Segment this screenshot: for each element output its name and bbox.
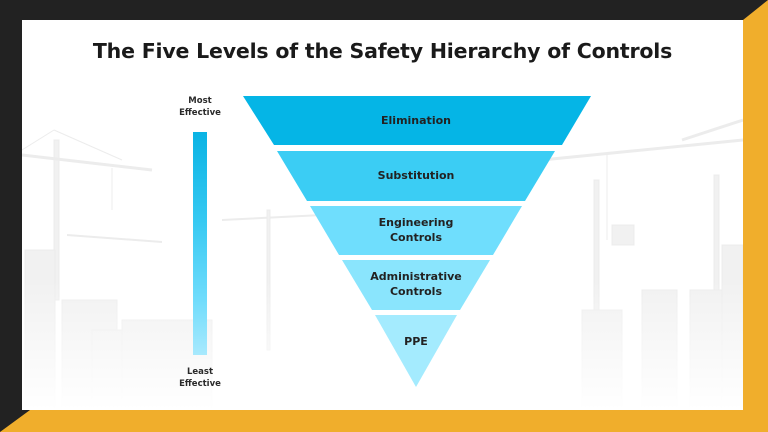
content-panel: The Five Levels of the Safety Hierarchy …: [22, 20, 743, 410]
most-effective-label-line1: Most: [188, 96, 212, 106]
least-effective-label: Least Effective: [155, 366, 245, 390]
least-effective-label-line2: Effective: [179, 379, 221, 389]
level-elimination-label: Elimination: [316, 113, 516, 128]
level-engineering-controls-shape: [310, 206, 522, 255]
most-effective-label-line2: Effective: [179, 108, 221, 118]
level-substitution-label: Substitution: [316, 168, 516, 183]
construction-background-image: [22, 118, 743, 410]
most-effective-label: Most Effective: [155, 95, 245, 119]
page-title: The Five Levels of the Safety Hierarchy …: [92, 39, 673, 63]
level-substitution-text: Substitution: [377, 169, 455, 182]
level-ppe-label: PPE: [316, 334, 516, 349]
level-administrative-controls-text-line1: Administrative: [370, 270, 462, 283]
level-elimination-shape: [243, 96, 591, 145]
level-administrative-controls-label: Administrative Controls: [316, 269, 516, 299]
level-engineering-controls-text-line1: Engineering: [378, 216, 454, 229]
hierarchy-pyramid: [243, 96, 591, 387]
level-engineering-controls-label: Engineering Controls: [316, 215, 516, 245]
level-substitution-shape: [277, 151, 555, 201]
level-elimination-text: Elimination: [381, 114, 451, 127]
level-ppe-text: PPE: [404, 335, 428, 348]
level-administrative-controls-text-line2: Controls: [389, 285, 443, 298]
level-ppe-shape: [375, 315, 457, 387]
level-administrative-controls-shape: [342, 260, 490, 310]
level-engineering-controls-text-line2: Controls: [389, 231, 443, 244]
effectiveness-gradient-bar: [193, 132, 207, 355]
least-effective-label-line1: Least: [186, 367, 214, 377]
